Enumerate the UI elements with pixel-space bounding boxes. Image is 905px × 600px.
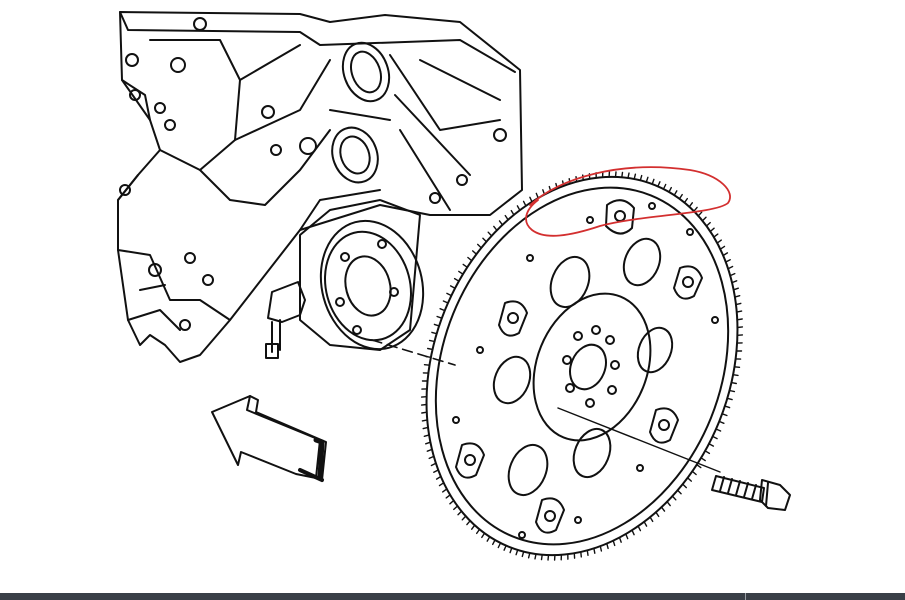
flexplate-bolt bbox=[711, 475, 791, 511]
toolbar-divider bbox=[745, 593, 746, 600]
crankshaft-flange bbox=[319, 219, 425, 351]
alignment-line bbox=[371, 339, 456, 366]
bolt-centerline bbox=[557, 407, 721, 473]
engine-block bbox=[117, 11, 523, 363]
flexplate bbox=[420, 171, 744, 561]
direction-arrow bbox=[211, 395, 327, 482]
bottom-toolbar bbox=[0, 593, 905, 600]
highlight-ellipse bbox=[525, 166, 731, 237]
